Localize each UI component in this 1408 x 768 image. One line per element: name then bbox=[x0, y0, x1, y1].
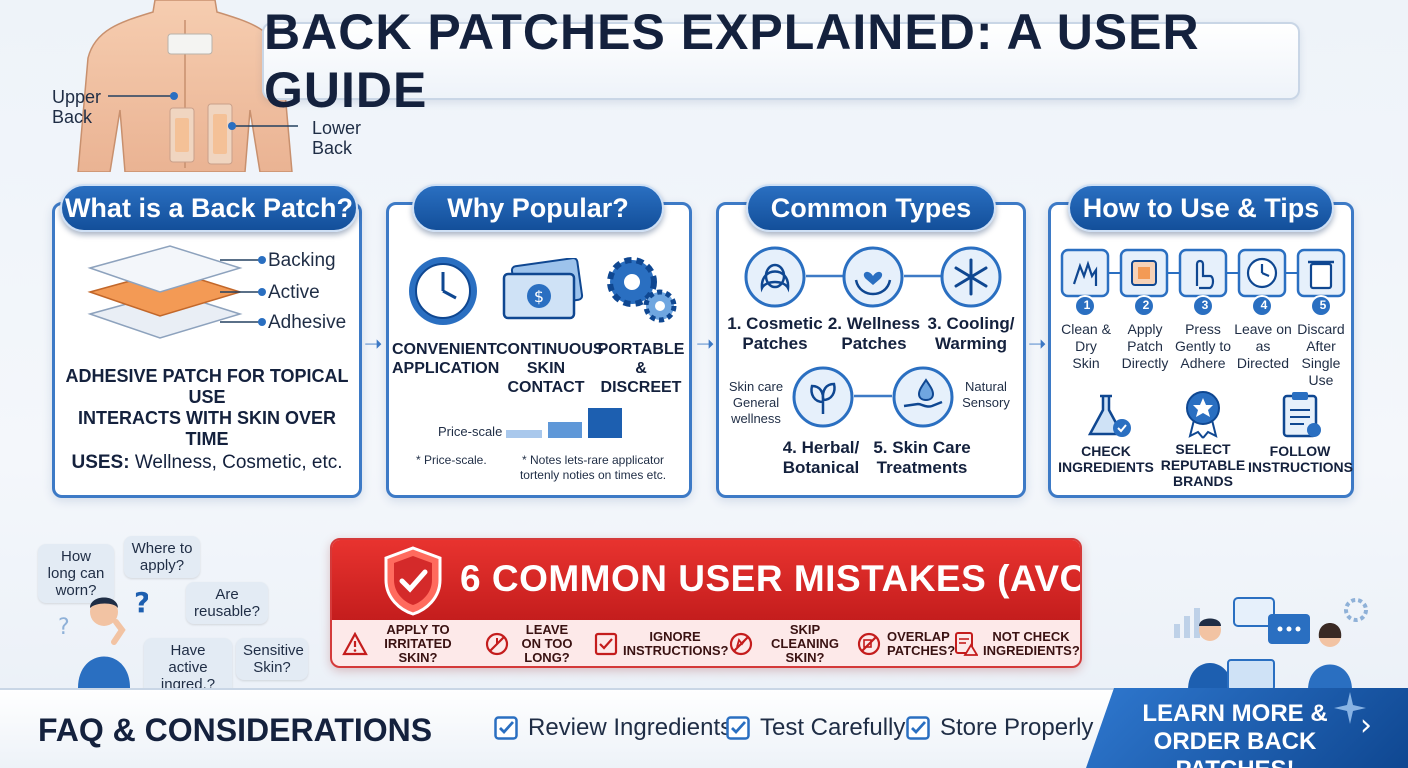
tip-label: SELECT REPUTABLE BRANDS bbox=[1160, 441, 1246, 489]
definition-line: INTERACTS WITH SKIN OVER TIME bbox=[77, 408, 336, 449]
checkbox-icon bbox=[594, 632, 618, 656]
checkbox-checked-icon bbox=[726, 716, 750, 740]
tip-label: FOLLOW INSTRUCTIONS bbox=[1248, 443, 1353, 475]
learn-more-label[interactable]: LEARN MORE & ORDER BACK PATCHES! bbox=[1142, 700, 1328, 768]
overlap-icon bbox=[857, 632, 881, 656]
svg-text:?: ? bbox=[134, 586, 148, 619]
learn-more-button[interactable] bbox=[1086, 688, 1408, 768]
step-number: 3 bbox=[1201, 298, 1209, 312]
type-label: 4. Herbal/ Botanical bbox=[782, 438, 860, 477]
step-label: Leave on as Directed bbox=[1234, 321, 1292, 371]
step-number: 4 bbox=[1260, 298, 1268, 312]
svg-text:$: $ bbox=[534, 287, 544, 306]
mistake-item: SKIP CLEANING SKIN? bbox=[728, 623, 851, 665]
type-note: Natural Sensory bbox=[962, 379, 1010, 410]
price-scale-bars bbox=[506, 408, 622, 438]
warning-icon bbox=[342, 632, 368, 656]
snowflake-icon bbox=[940, 246, 1002, 308]
mistakes-banner bbox=[332, 540, 1080, 620]
lower-back-label: Lower Back bbox=[312, 118, 362, 158]
document-warning-icon bbox=[955, 632, 978, 656]
uses-line: USES: Wellness, Cosmetic, etc. bbox=[71, 452, 343, 473]
back-illustration bbox=[77, 0, 298, 172]
check-item: Store Properly bbox=[906, 714, 1093, 742]
step-number: 1 bbox=[1083, 298, 1091, 312]
type-note: Skin care General wellness bbox=[728, 379, 784, 426]
faq-bubble: Where to apply? bbox=[124, 536, 200, 578]
step-number: 2 bbox=[1142, 298, 1150, 312]
definition-line: ADHESIVE PATCH FOR TOPICAL USE bbox=[65, 366, 349, 407]
type-connector-lines bbox=[806, 274, 942, 398]
flask-icon bbox=[1087, 394, 1131, 437]
arrow-right-icon: ➝ bbox=[1028, 332, 1047, 357]
feature-label: CONVENIENT APPLICATION bbox=[392, 341, 500, 377]
panel-how-to-use-title: How to Use & Tips bbox=[1068, 184, 1334, 232]
heart-hands-icon bbox=[842, 246, 904, 308]
step-label: Discard After Single Use bbox=[1297, 321, 1345, 388]
svg-text:?: ? bbox=[58, 615, 70, 640]
page-title: BACK PATCHES EXPLAINED: A USER GUIDE bbox=[264, 4, 1200, 118]
check-item: Review Ingredients bbox=[494, 714, 732, 742]
check-item: Test Carefully bbox=[726, 714, 905, 742]
panel-why-popular bbox=[386, 202, 692, 498]
feature-label: PORTABLE & DISCREET bbox=[597, 341, 685, 396]
title-banner: BACK PATCHES EXPLAINED: A USER GUIDE bbox=[262, 4, 1300, 118]
footnote: * Price-scale. bbox=[416, 453, 487, 467]
layer-label: Active bbox=[268, 282, 320, 303]
mistake-item: APPLY TO IRRITATED SKIN? bbox=[342, 623, 463, 665]
layer-label: Backing bbox=[268, 250, 336, 271]
mistake-item: IGNORE INSTRUCTIONS? bbox=[594, 624, 728, 664]
chevron-right-icon[interactable]: › bbox=[1360, 708, 1372, 743]
step-label: Press Gently to Adhere bbox=[1174, 321, 1232, 371]
water-hand-icon bbox=[892, 366, 954, 428]
patch-layers-icon bbox=[87, 245, 266, 339]
faq-bubble: Are reusable? bbox=[186, 582, 268, 624]
panel-what-is-title: What is a Back Patch? bbox=[60, 184, 358, 232]
faq-bubble: Sensitive Skin? bbox=[236, 638, 308, 680]
clipboard-icon bbox=[1282, 392, 1321, 438]
no-clock-icon bbox=[485, 632, 509, 656]
faq-title: FAQ & CONSIDERATIONS bbox=[38, 712, 433, 748]
mistakes-title: 6 COMMON USER MISTAKES (AVOID!) bbox=[460, 558, 1082, 599]
type-label: 1. Cosmetic Patches bbox=[727, 314, 823, 353]
upper-back-label: Upper Back bbox=[52, 87, 102, 127]
face-icon bbox=[744, 246, 806, 308]
step-label: Apply Patch Directly bbox=[1121, 321, 1169, 371]
money-icon: $ bbox=[502, 258, 584, 320]
step-icons-row bbox=[1060, 248, 1346, 317]
faq-bubble: Have active ingred.? bbox=[144, 638, 232, 697]
mistakes-section: 6 COMMON USER MISTAKES (AVOID!) APPLY TO… bbox=[330, 538, 1082, 668]
no-wash-icon bbox=[729, 632, 753, 656]
tip-label: CHECK INGREDIENTS bbox=[1058, 443, 1154, 475]
type-label: 5. Skin Care Treatments bbox=[873, 438, 971, 477]
award-icon bbox=[1186, 391, 1220, 439]
footnote: * Notes lets-rare applicator tortenly no… bbox=[519, 453, 667, 482]
checkbox-checked-icon bbox=[906, 716, 930, 740]
gears-icon bbox=[607, 257, 677, 323]
shield-check-icon bbox=[384, 546, 442, 616]
consultation-illustration bbox=[1174, 597, 1368, 690]
price-scale-label: Price-scale bbox=[438, 424, 503, 439]
panel-why-popular-title: Why Popular? bbox=[412, 184, 664, 232]
feature-label: CONTINUOUS SKIN CONTACT bbox=[496, 341, 604, 396]
arrow-right-icon: ➝ bbox=[364, 332, 383, 357]
type-label: 3. Cooling/ Warming bbox=[927, 314, 1015, 353]
panel-what-is bbox=[52, 202, 362, 498]
step-label: Clean & Dry Skin bbox=[1061, 321, 1111, 371]
thinking-person-icon: ? ? bbox=[58, 586, 148, 688]
panel-common-types-title: Common Types bbox=[746, 184, 996, 232]
mistake-item: LEAVE ON TOO LONG? bbox=[484, 623, 579, 665]
clock-icon bbox=[409, 257, 477, 325]
arrow-right-icon: ➝ bbox=[696, 332, 715, 357]
sparkle-icon bbox=[1334, 692, 1366, 724]
type-label: 2. Wellness Patches bbox=[827, 314, 921, 353]
mistake-item: NOT CHECK INGREDIENTS? bbox=[954, 624, 1080, 664]
mistake-item: OVERLAP PATCHES? bbox=[856, 624, 955, 664]
leaf-icon bbox=[792, 366, 854, 428]
checkbox-checked-icon bbox=[494, 716, 518, 740]
step-number: 5 bbox=[1319, 298, 1327, 312]
faq-bubble: How long can worn? bbox=[38, 544, 114, 603]
layer-label: Adhesive bbox=[268, 312, 347, 333]
